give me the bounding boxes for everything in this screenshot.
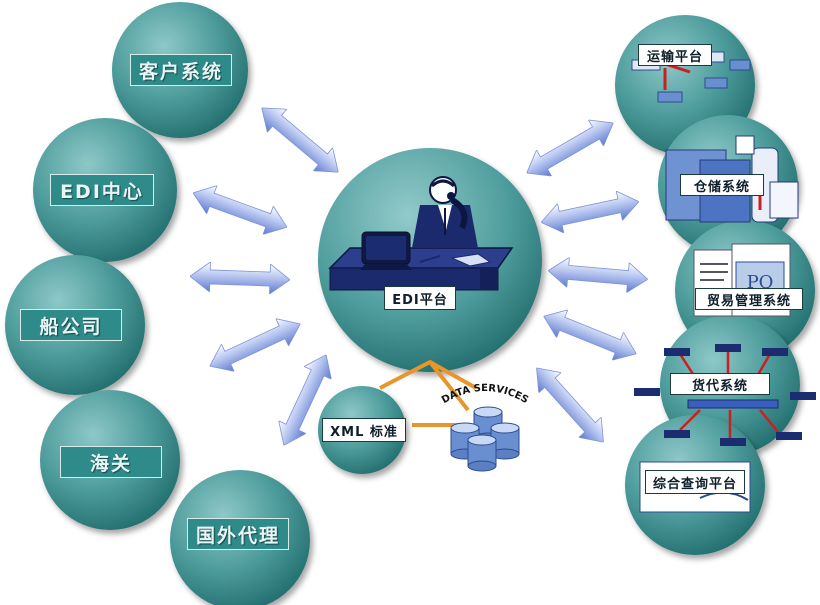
transport-platform-label: 运输平台 (638, 44, 712, 66)
operator-desk-illustration (328, 176, 514, 291)
edi-center-label: EDI中心 (50, 174, 154, 206)
customer-system-label: 客户系统 (130, 54, 232, 86)
po-text: PO (747, 272, 774, 293)
xml-standard-label: XML 标准 (322, 418, 406, 442)
data-services-label: DATA SERVICES (440, 383, 530, 406)
query-platform-label: 综合查询平台 (645, 470, 745, 494)
customs-label: 海关 (60, 446, 162, 478)
foreign-agent-label: 国外代理 (187, 518, 289, 550)
shipping-company-label: 船公司 (20, 309, 122, 341)
warehouse-system-label: 仓储系统 (680, 174, 764, 196)
data-services-icon: DATA SERVICES (440, 383, 530, 472)
forwarder-system-label: 货代系统 (670, 373, 770, 395)
edi-platform-label: EDI平台 (384, 286, 456, 310)
trade-management-label: 贸易管理系统 (695, 288, 803, 310)
forwarder-network-icon (634, 344, 816, 446)
